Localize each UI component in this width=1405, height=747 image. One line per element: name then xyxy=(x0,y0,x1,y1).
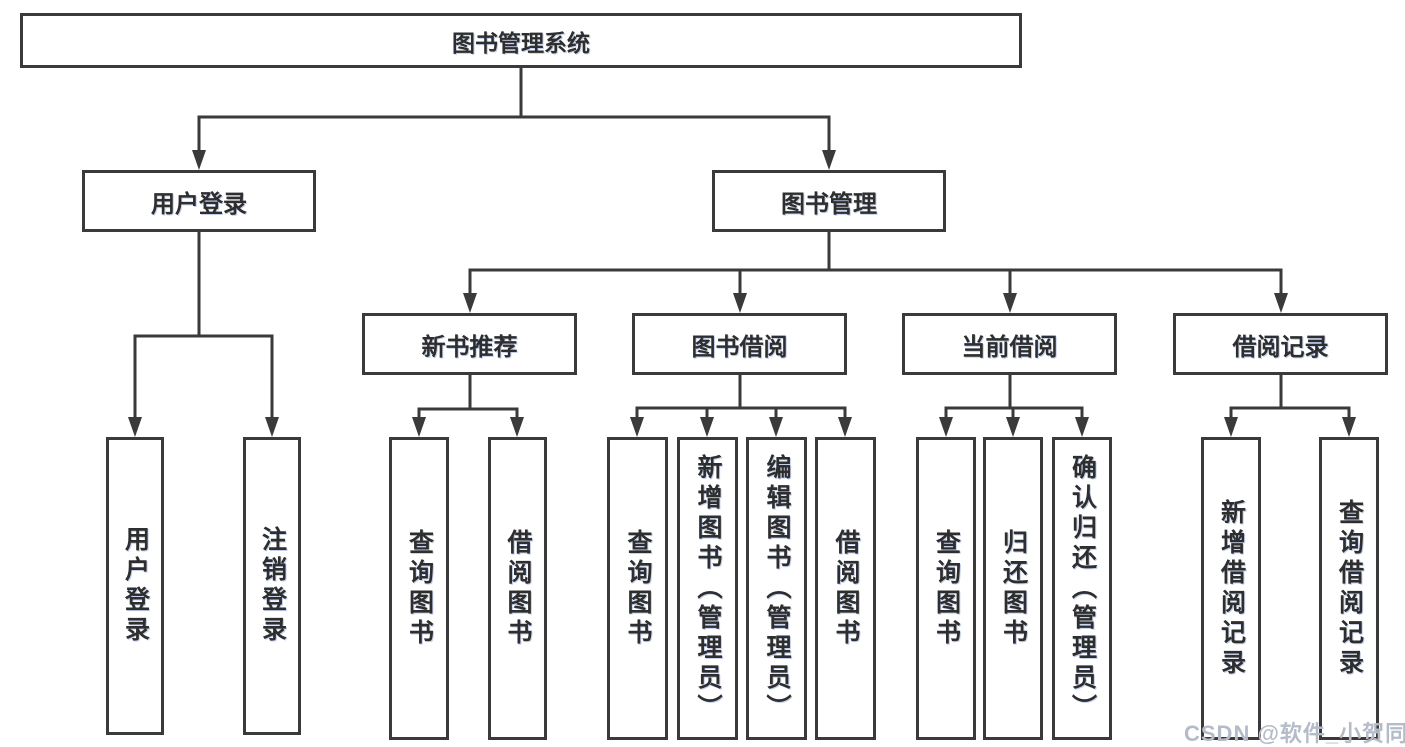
arrowhead-icon xyxy=(822,150,836,170)
node-nb-borrow-books: 借阅图书 xyxy=(488,437,547,740)
node-label: 用户登录 xyxy=(151,190,247,218)
node-cb-return-books: 归还图书 xyxy=(983,437,1043,740)
arrowhead-icon xyxy=(128,417,142,437)
node-label: 图书管理 xyxy=(781,190,877,218)
node-cb-confirm-return: 确认归还（管理员） xyxy=(1052,437,1112,740)
arrowhead-icon xyxy=(1006,417,1020,437)
node-system-root: 图书管理系统 xyxy=(20,13,1022,68)
node-br-add-record: 新增借阅记录 xyxy=(1201,437,1261,740)
node-label: 新增借阅记录 xyxy=(1217,498,1246,679)
node-br-query-record: 查询借阅记录 xyxy=(1319,437,1379,740)
arrowhead-icon xyxy=(192,150,206,170)
node-bb-edit-books: 编辑图书（管理员） xyxy=(746,437,807,740)
node-logout: 注销登录 xyxy=(243,437,301,735)
node-label: 借阅图书 xyxy=(832,528,860,649)
node-book-management: 图书管理 xyxy=(712,170,946,232)
node-label: 查询图书 xyxy=(405,528,434,649)
node-label: 查询图书 xyxy=(932,528,961,649)
arrowhead-icon xyxy=(463,293,477,313)
arrowhead-icon xyxy=(769,417,783,437)
node-label: 确认归还（管理员） xyxy=(1068,453,1097,724)
node-new-book-recommend: 新书推荐 xyxy=(362,313,577,375)
node-label: 新书推荐 xyxy=(421,333,518,361)
node-label: 用户登录 xyxy=(121,526,150,646)
arrowhead-icon xyxy=(733,293,747,313)
node-nb-query-books: 查询图书 xyxy=(389,437,449,740)
node-label: 新增图书（管理员） xyxy=(694,453,722,724)
node-user-login-group: 用户登录 xyxy=(82,170,316,232)
arrowhead-icon xyxy=(1075,417,1089,437)
arrowhead-icon xyxy=(1274,293,1288,313)
arrowhead-icon xyxy=(1342,417,1356,437)
node-bb-borrow-books: 借阅图书 xyxy=(815,437,876,740)
node-cb-query-books: 查询图书 xyxy=(916,437,976,740)
node-borrowing-records: 借阅记录 xyxy=(1173,313,1388,375)
arrowhead-icon xyxy=(700,417,714,437)
node-current-borrowing: 当前借阅 xyxy=(902,313,1117,375)
arrowhead-icon xyxy=(939,417,953,437)
arrowhead-icon xyxy=(265,417,279,437)
arrowhead-icon xyxy=(1224,417,1238,437)
arrowhead-icon xyxy=(838,417,852,437)
node-user-login: 用户登录 xyxy=(106,437,164,735)
arrowhead-icon xyxy=(412,417,426,437)
node-label: 图书管理系统 xyxy=(452,29,590,56)
node-label: 借阅图书 xyxy=(504,528,532,649)
csdn-watermark: CSDN @软件_小贺同学 xyxy=(1184,721,1405,746)
node-bb-add-books: 新增图书（管理员） xyxy=(677,437,738,740)
arrowhead-icon xyxy=(510,417,524,437)
node-label: 注销登录 xyxy=(258,526,287,646)
node-label: 归还图书 xyxy=(999,528,1028,649)
node-book-borrowing: 图书借阅 xyxy=(632,313,847,375)
node-label: 借阅记录 xyxy=(1232,333,1329,361)
node-label: 查询借阅记录 xyxy=(1335,498,1364,679)
node-label: 编辑图书（管理员） xyxy=(763,453,791,724)
node-label: 当前借阅 xyxy=(961,333,1058,361)
node-label: 查询图书 xyxy=(624,528,652,649)
arrowhead-icon xyxy=(1003,293,1017,313)
node-bb-query-books: 查询图书 xyxy=(607,437,668,740)
arrowhead-icon xyxy=(630,417,644,437)
node-label: 图书借阅 xyxy=(691,333,788,361)
